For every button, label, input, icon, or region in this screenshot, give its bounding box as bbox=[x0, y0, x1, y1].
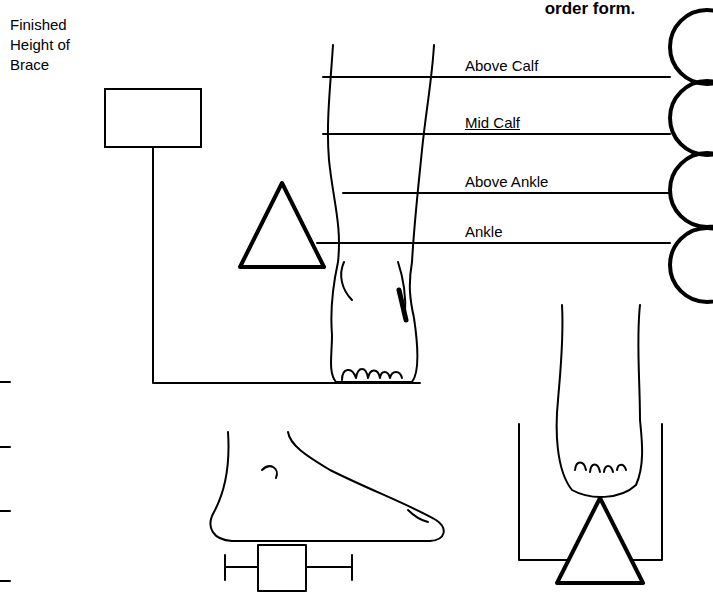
blank-line bbox=[0, 446, 10, 448]
side-foot-ankle bbox=[262, 466, 277, 478]
measure-label: Above Ankle bbox=[465, 172, 548, 191]
tendon bbox=[399, 290, 406, 320]
ankle-bone bbox=[341, 262, 352, 300]
side-foot-outline bbox=[210, 432, 443, 541]
measure-line bbox=[317, 242, 670, 244]
leg-outline bbox=[328, 45, 434, 382]
blank-line bbox=[0, 381, 10, 383]
blank-line bbox=[0, 580, 10, 582]
measure-label: Above Calf bbox=[465, 56, 538, 75]
height-box: Finished Height of Brace bbox=[104, 88, 202, 148]
form-title: order form. bbox=[545, 0, 636, 18]
measure-label: Mid Calf bbox=[465, 113, 520, 132]
measure-label: Ankle bbox=[465, 222, 503, 241]
measure-line bbox=[323, 76, 670, 78]
triangle-marker bbox=[557, 498, 643, 583]
toes bbox=[342, 369, 402, 380]
measure-line bbox=[323, 133, 670, 135]
height-leader bbox=[153, 148, 420, 383]
arch-box bbox=[258, 545, 306, 591]
blank-line bbox=[0, 510, 10, 512]
top-foot-toes bbox=[575, 463, 626, 473]
box-heading: Finished Height of Brace bbox=[10, 15, 74, 75]
dimension-bracket bbox=[225, 555, 352, 580]
side-foot-toe bbox=[408, 510, 428, 522]
measure-circle bbox=[670, 10, 713, 84]
measure-circle bbox=[670, 81, 713, 155]
measure-circle bbox=[670, 153, 713, 227]
measure-line bbox=[343, 192, 670, 194]
top-foot-outline bbox=[557, 305, 642, 497]
measure-circle bbox=[670, 228, 713, 302]
triangle-marker bbox=[240, 183, 324, 267]
